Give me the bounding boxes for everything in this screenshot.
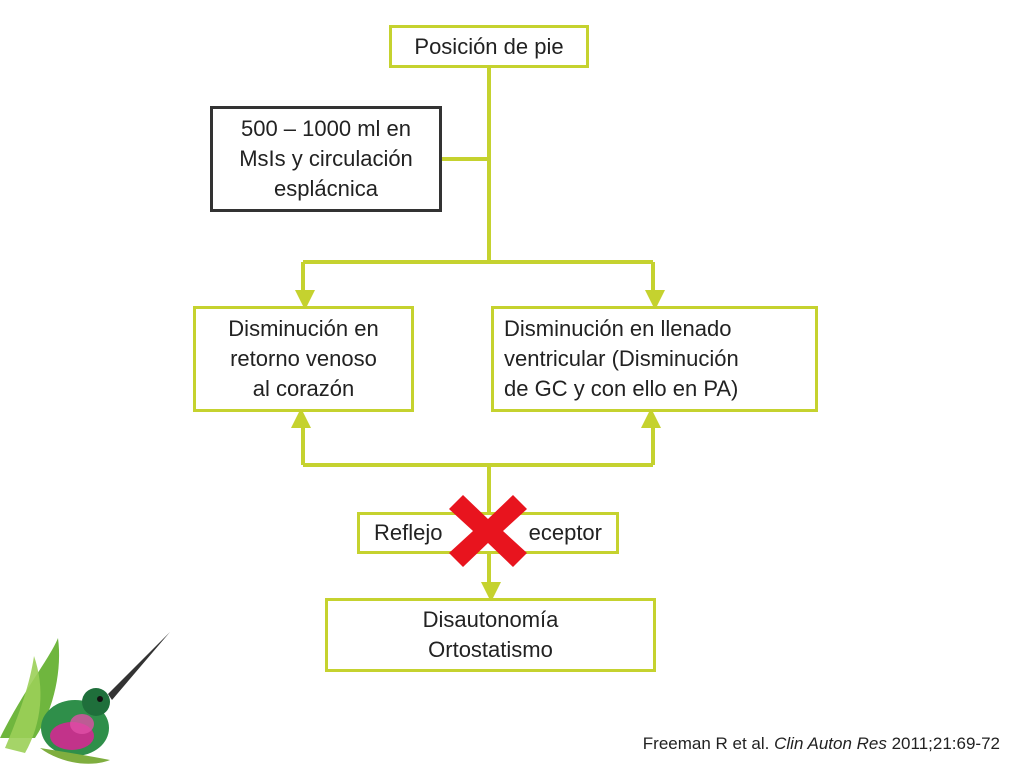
node-ventricular-filling: Disminución en llenado ventricular (Dism… <box>491 306 818 412</box>
citation-details: 2011;21:69-72 <box>886 734 1000 753</box>
red-cross-icon <box>449 495 527 567</box>
node-dysautonomia: Disautonomía Ortostatismo <box>325 598 656 672</box>
node-reflex-label-left: Reflejo <box>374 520 443 545</box>
node-blood-shift: 500 – 1000 ml en MsIs y circulación espl… <box>210 106 442 212</box>
citation-authors: Freeman R et al. <box>642 734 775 753</box>
node-reflex-label-right: eceptor <box>528 520 602 545</box>
hummingbird-icon <box>0 632 170 764</box>
node-standing: Posición de pie <box>389 25 589 68</box>
node-venous-return: Disminución en retorno venoso al corazón <box>193 306 414 412</box>
citation-journal: Clin Auton Res <box>774 734 887 753</box>
citation: Freeman R et al. Clin Auton Res 2011;21:… <box>643 734 1000 754</box>
